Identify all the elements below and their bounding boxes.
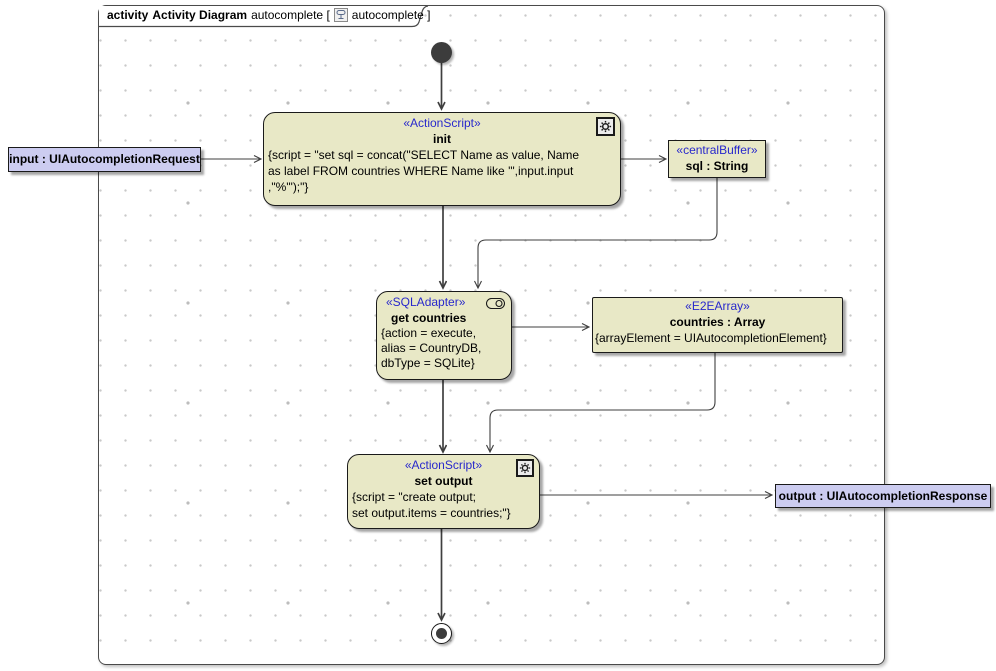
gear-icon (516, 459, 534, 477)
frame-activity-name: Activity Diagram (152, 8, 248, 22)
stereotype-label: «ActionScript» (404, 458, 483, 472)
stereotype-label: «ActionScript» (403, 116, 481, 130)
edge-sqlbuffer-to-getcountries[interactable] (474, 178, 718, 290)
action-body: {action = execute, alias = CountryDB, db… (381, 326, 482, 370)
action-body: {script = "set sql = concat("SELECT Name… (268, 148, 580, 194)
action-stadium-icon (485, 297, 506, 310)
frame-keyword: activity (107, 8, 149, 22)
param-input[interactable]: input : UIAutocompletionRequest (8, 147, 201, 172)
action-set-output[interactable]: «ActionScript» set output {script = "cre… (347, 454, 540, 529)
object-countries-array[interactable]: «E2EArray» countries : Array {arrayEleme… (592, 297, 843, 353)
final-node-dot (436, 628, 447, 639)
edge-countriesarray-to-setoutput[interactable] (486, 353, 716, 454)
action-name: get countries (391, 311, 467, 325)
initial-node[interactable] (431, 42, 452, 63)
action-name: init (433, 132, 451, 146)
gear-icon (596, 117, 615, 136)
param-output[interactable]: output : UIAutocompletionResponse (775, 484, 991, 508)
stereotype-label: «E2EArray» (685, 299, 750, 313)
stereotype-label: «centralBuffer» (676, 143, 758, 157)
frame-tab: activity Activity Diagram autocomplete [… (99, 6, 432, 28)
frame-ref-prefix: autocomplete [ (251, 8, 330, 22)
action-init[interactable]: «ActionScript» init {script = "set sql =… (263, 112, 621, 206)
frame-ref-suffix: autocomplete ] (351, 8, 431, 22)
activity-final-node[interactable] (431, 623, 452, 644)
object-body: {arrayElement = UIAutocompletionElement} (595, 331, 827, 345)
buffer-sql[interactable]: «centralBuffer» sql : String (668, 140, 766, 178)
action-body: {script = "create output; set output.ite… (352, 490, 511, 520)
action-name: set output (414, 474, 473, 488)
activity-diagram-icon (333, 8, 348, 22)
object-name: countries : Array (669, 315, 766, 329)
buffer-name: sql : String (685, 159, 749, 173)
action-get-countries[interactable]: «SQLAdapter» get countries {action = exe… (376, 291, 512, 380)
stereotype-label: «SQLAdapter» (386, 295, 466, 309)
